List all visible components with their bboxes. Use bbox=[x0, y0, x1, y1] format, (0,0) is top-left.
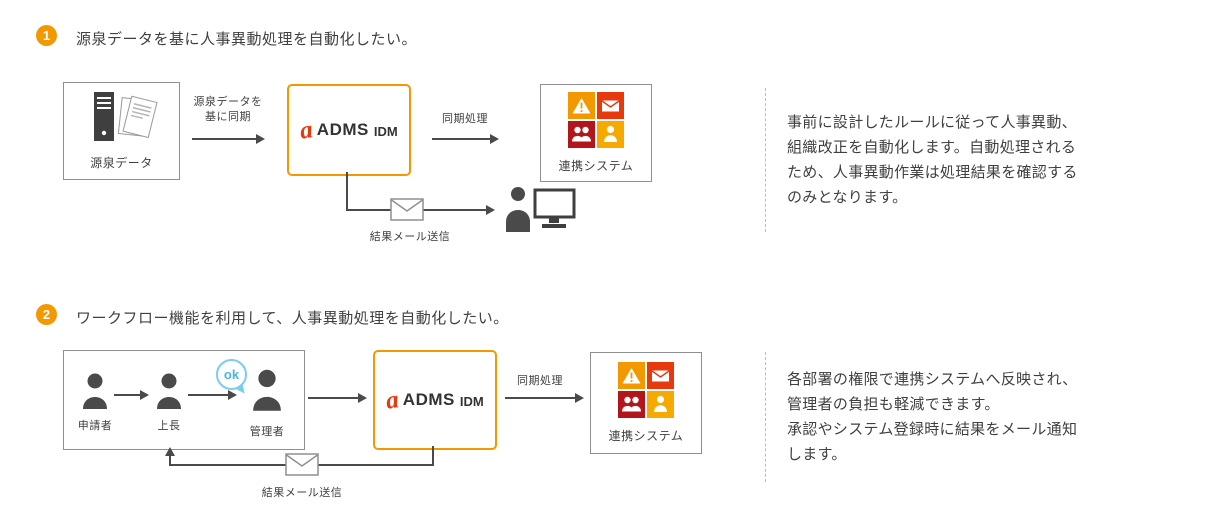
note-line: 管理者の負担も軽減できます。 bbox=[787, 396, 1000, 413]
workflow-arrow-head-1 bbox=[140, 390, 149, 400]
adms-logo-product: IDM bbox=[459, 393, 484, 409]
sync-process-label-2: 同期処理 bbox=[517, 375, 563, 387]
note-line: します。 bbox=[787, 446, 847, 463]
workflow-box: ok 申請者 上長 管理者 bbox=[63, 350, 305, 450]
sync-arrow-head bbox=[256, 134, 265, 144]
linked-systems-box-2: 連携システム bbox=[590, 352, 702, 454]
linked-systems-label-1: 連携システム bbox=[558, 158, 634, 173]
note-line: 承認やシステム登録時に結果をメール通知 bbox=[787, 421, 1078, 438]
mail-result-label-2: 結果メール送信 bbox=[261, 487, 343, 499]
mail-return-arrow-head bbox=[165, 447, 175, 456]
section1-number-badge: 1 bbox=[36, 25, 57, 46]
manager-person-icon bbox=[156, 373, 182, 414]
section2-number-badge: 2 bbox=[36, 304, 57, 325]
workflow-to-adms-arrow-line bbox=[308, 397, 358, 399]
mail-return-vline-right bbox=[432, 446, 434, 466]
sync-arrow-line bbox=[192, 138, 256, 140]
note-line: 組織改正を自動化します。自動処理される bbox=[787, 139, 1077, 156]
envelope-icon-2 bbox=[285, 453, 319, 481]
adms-logo-name: ADMS bbox=[316, 120, 369, 139]
mail-path-vline-1 bbox=[346, 172, 348, 210]
note-line: 各部署の権限で連携システムへ反映され、 bbox=[787, 371, 1078, 388]
adms-logo-name: ADMS bbox=[402, 390, 455, 409]
mail-return-vline-left bbox=[169, 455, 171, 465]
user-at-computer-icon bbox=[504, 186, 576, 237]
adms-idm-box-1: a ADMS IDM bbox=[287, 84, 411, 176]
workflow-arrow-line-2 bbox=[188, 394, 228, 396]
adms-logo-icon: a bbox=[298, 115, 315, 145]
role-label-administrator: 管理者 bbox=[249, 426, 285, 438]
sync-arrow-label-line2: 基に同期 bbox=[205, 111, 251, 123]
sync-process-arrow-line-1 bbox=[432, 138, 490, 140]
linked-systems-box-1: 連携システム bbox=[540, 84, 652, 182]
envelope-icon-1 bbox=[390, 198, 424, 226]
note-line: のみとなります。 bbox=[787, 189, 908, 206]
workflow-arrow-line-1 bbox=[114, 394, 140, 396]
section2-note: 各部署の権限で連携システムへ反映され、 管理者の負担も軽減できます。 承認やシス… bbox=[765, 352, 1077, 482]
mail-result-label-1: 結果メール送信 bbox=[369, 231, 451, 243]
linked-systems-icon bbox=[568, 92, 624, 153]
linked-systems-label-2: 連携システム bbox=[608, 429, 684, 444]
sync-process-arrow-head-1 bbox=[490, 134, 499, 144]
server-documents-icon bbox=[78, 91, 166, 150]
ok-approval-bubble: ok bbox=[216, 359, 247, 390]
sync-process-label-1: 同期処理 bbox=[442, 113, 488, 125]
adms-idm-box-2: a ADMS IDM bbox=[373, 350, 497, 450]
administrator-person-icon bbox=[252, 369, 282, 416]
applicant-person-icon bbox=[82, 373, 108, 414]
section1-title: 源泉データを基に人事異動処理を自動化したい。 bbox=[76, 31, 418, 48]
workflow-to-adms-arrow-head bbox=[358, 393, 367, 403]
sync-arrow-label-line1: 源泉データを bbox=[193, 96, 263, 108]
note-line: ため、人事異動作業は処理結果を確認する bbox=[787, 164, 1078, 181]
linked-systems-icon bbox=[618, 361, 674, 423]
note-line: 事前に設計したルールに従って人事異動、 bbox=[787, 114, 1077, 131]
source-data-label: 源泉データ bbox=[90, 156, 153, 170]
role-label-manager: 上長 bbox=[157, 420, 181, 432]
adms-logo-product: IDM bbox=[373, 123, 398, 139]
source-data-box: 源泉データ bbox=[63, 82, 180, 180]
role-label-applicant: 申請者 bbox=[77, 420, 113, 432]
section2-title: ワークフロー機能を利用して、人事異動処理を自動化したい。 bbox=[76, 310, 509, 327]
workflow-arrow-head-2 bbox=[228, 390, 237, 400]
sync-process-arrow-line-2 bbox=[505, 397, 575, 399]
mail-path-arrow-head-1 bbox=[486, 205, 495, 215]
adms-logo-icon: a bbox=[384, 385, 401, 415]
sync-process-arrow-head-2 bbox=[575, 393, 584, 403]
section1-note: 事前に設計したルールに従って人事異動、 組織改正を自動化します。自動処理される … bbox=[765, 88, 1078, 232]
